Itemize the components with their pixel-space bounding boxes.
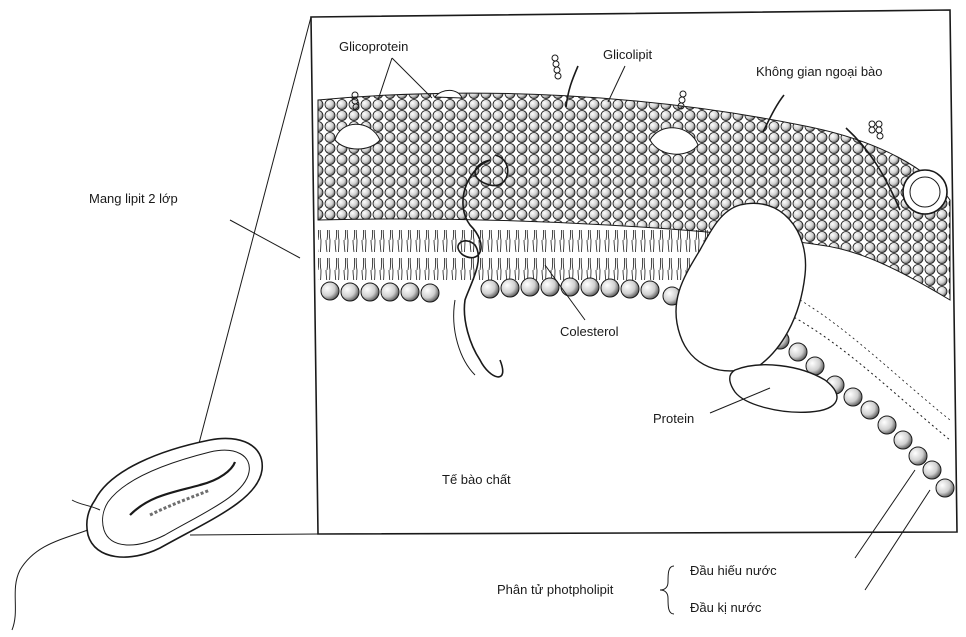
upper-tails [318,230,718,252]
zoom-line-bottom [190,534,318,535]
label-hydrophobic-tail: Đầu kị nước [690,600,762,615]
label-extracellular: Không gian ngoại bào [756,64,883,79]
brace [660,566,674,614]
zoom-line-top [192,17,311,470]
surface-protein-3 [435,90,462,98]
label-protein: Protein [653,411,694,426]
curving-head-row [771,331,954,497]
label-phospholipid: Phân tử photpholipit [497,582,614,597]
lower-tails [318,258,718,280]
bacterium [12,438,262,630]
label-glycoprotein: Glicoprotein [339,39,408,54]
label-cytoplasm: Tế bào chất [442,472,511,487]
label-hydrophilic-head: Đầu hiếu nước [690,563,777,578]
label-glycolipid: Glicolipit [603,47,653,62]
label-cholesterol: Colesterol [560,324,619,339]
label-bilayer: Mang lipit 2 lớp [89,191,178,206]
inner-head-row [321,278,681,305]
